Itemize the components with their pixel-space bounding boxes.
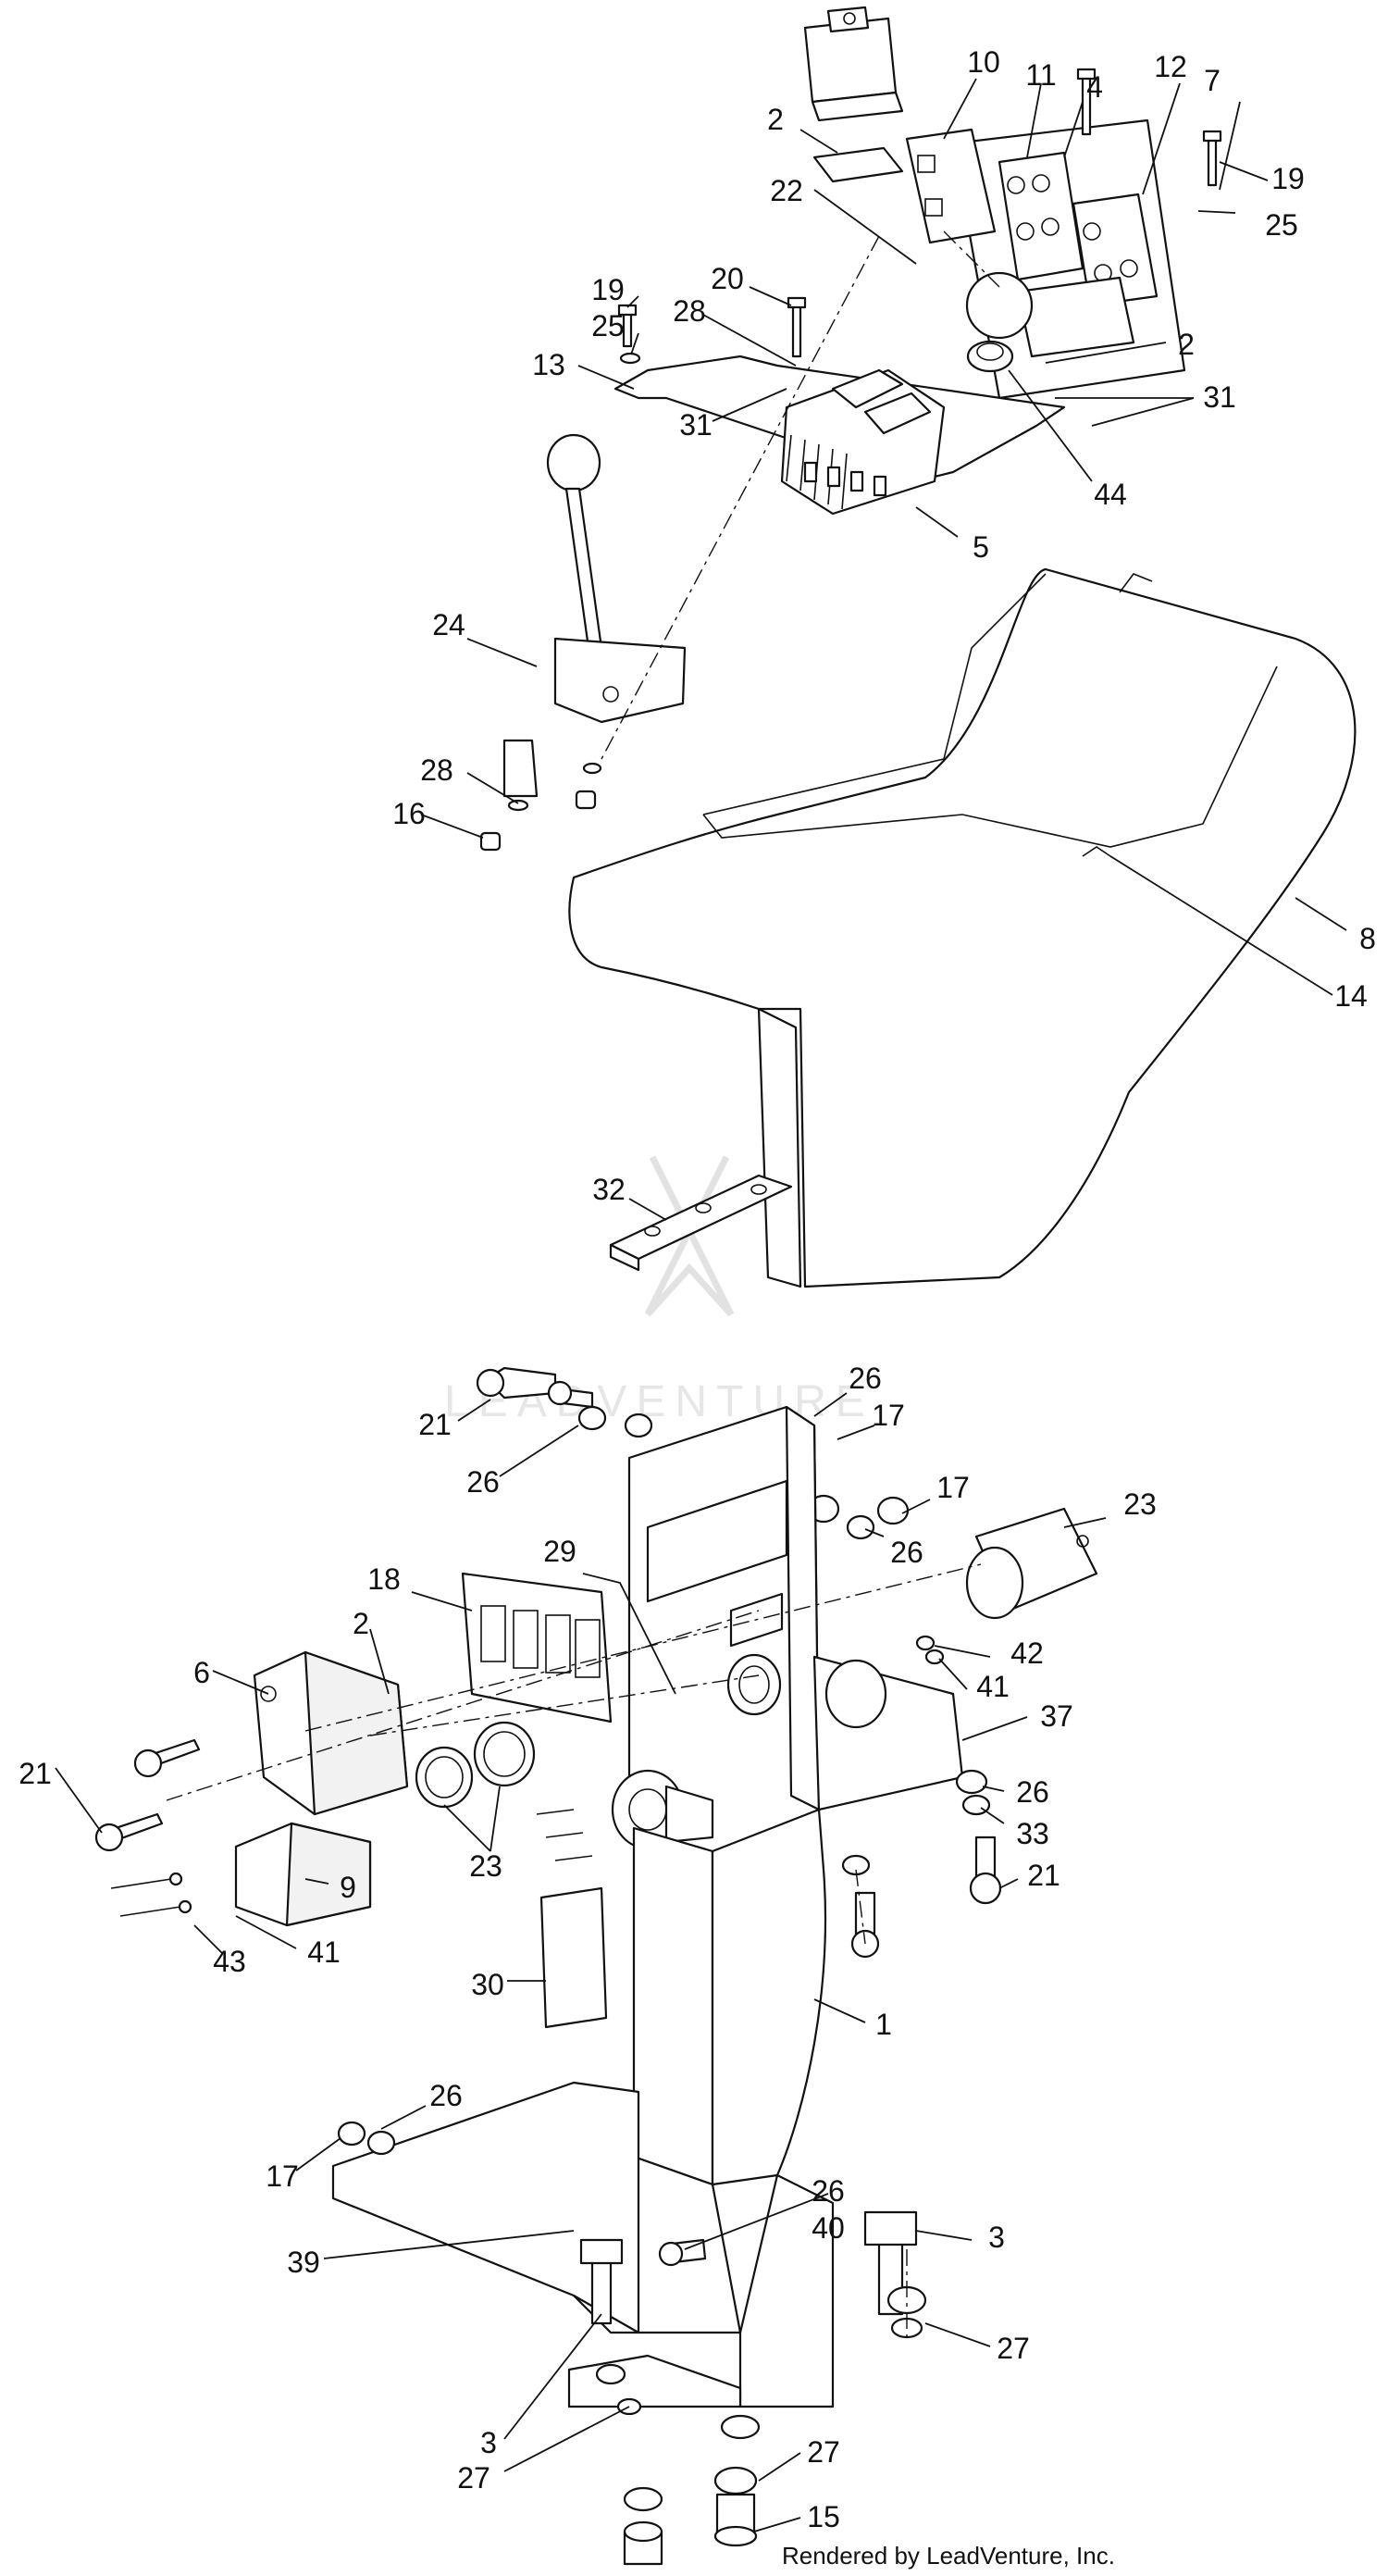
callout: 25 [591,309,625,342]
callout: 7 [1204,64,1221,97]
ignition-switch [965,1507,1098,1620]
callout: 11 [1025,58,1056,92]
callout: 28 [420,753,453,787]
callout: 6 [193,1656,210,1689]
callout: 26 [429,2079,463,2112]
lower-bolts [337,2121,927,2566]
callout: 20 [711,262,744,295]
callout: 9 [340,1871,356,1904]
spacer-bar [609,1174,793,1272]
callout: 1 [875,2008,892,2041]
callout: 40 [812,2211,845,2245]
callout: 21 [19,1757,52,1790]
assembly-line-lower-3 [369,1674,760,1736]
callout: 13 [532,348,565,381]
assembly-line-upper-2 [943,230,1000,288]
callout: 2 [1178,328,1195,361]
foot-plate [331,2081,640,2334]
bolts-upper [617,68,1222,365]
callout: 41 [307,1935,341,1969]
callout: 15 [807,2500,840,2533]
callout: 2 [767,103,784,136]
switch-bezel [461,1572,613,1724]
callout: 30 [471,1968,504,2001]
callout: 44 [1094,478,1127,511]
key-switch-body [611,1769,714,1850]
assembly-line-lower-1 [166,1610,760,1801]
small-bolts [94,1738,593,1917]
callout-labels: 2 10 11 4 12 7 19 25 22 20 19 28 25 13 3… [19,45,1376,2533]
callout: 26 [812,2174,845,2208]
callout: 16 [392,797,426,830]
callout: 14 [1334,979,1368,1013]
assembly-line-lower-4 [855,1869,866,1945]
callout: 23 [469,1849,502,1883]
decal [539,1886,608,2029]
leader-lines [55,78,1347,2532]
callout: 3 [988,2221,1005,2254]
callout: 17 [266,2159,299,2193]
hour-meter [234,1822,372,1927]
callout: 32 [592,1173,626,1206]
callout: 28 [673,294,706,328]
callout: 10 [967,45,1000,79]
callout: 31 [679,408,713,442]
callout: 26 [1016,1775,1049,1809]
callout: 21 [1027,1859,1060,1892]
callout: 31 [1203,380,1236,414]
callout: 17 [872,1399,905,1432]
callout: 41 [976,1670,1010,1703]
seat-shell [568,567,1357,1288]
callout: 17 [936,1471,970,1504]
assembly-line-upper-1 [601,235,880,760]
callout: 21 [418,1408,452,1441]
callout: 23 [1123,1487,1157,1521]
callout: 29 [543,1535,576,1568]
shift-lever [479,433,687,852]
callout: 27 [807,2435,840,2469]
valve-block [780,368,946,516]
callout: 33 [1016,1817,1049,1850]
control-panel [905,118,1186,400]
callout: 42 [1010,1636,1044,1670]
callout: 26 [466,1465,500,1499]
callout: 25 [1265,208,1298,242]
callout: 43 [213,1945,246,1978]
side-hardware [841,1635,1002,1959]
callout: 19 [591,273,625,306]
console-panel [627,1405,964,1862]
rocker-switch [803,6,904,122]
callout: 37 [1040,1699,1073,1733]
callout: 27 [997,2332,1030,2365]
callout: 3 [480,2426,497,2459]
knob [966,340,1014,373]
callout: 8 [1359,922,1376,955]
bushings [415,1721,536,1809]
callout: 39 [287,2246,320,2279]
callout: 2 [353,1607,369,1640]
callout: 18 [367,1562,401,1596]
callout: 27 [457,2461,490,2495]
callout: 26 [890,1536,923,1569]
callout: 12 [1154,50,1187,83]
assembly-line-lower-2 [304,1563,982,1732]
callout: 24 [432,608,465,641]
rocker-switch-lower [253,1650,409,1816]
callout: 19 [1271,162,1305,195]
switch-cover-plate [812,146,904,183]
callout: 5 [973,530,989,564]
callout: 22 [770,174,803,207]
callout: 4 [1086,70,1103,104]
render-credit: Rendered by LeadVenture, Inc. [782,2542,1115,2570]
callout: 26 [849,1362,882,1395]
